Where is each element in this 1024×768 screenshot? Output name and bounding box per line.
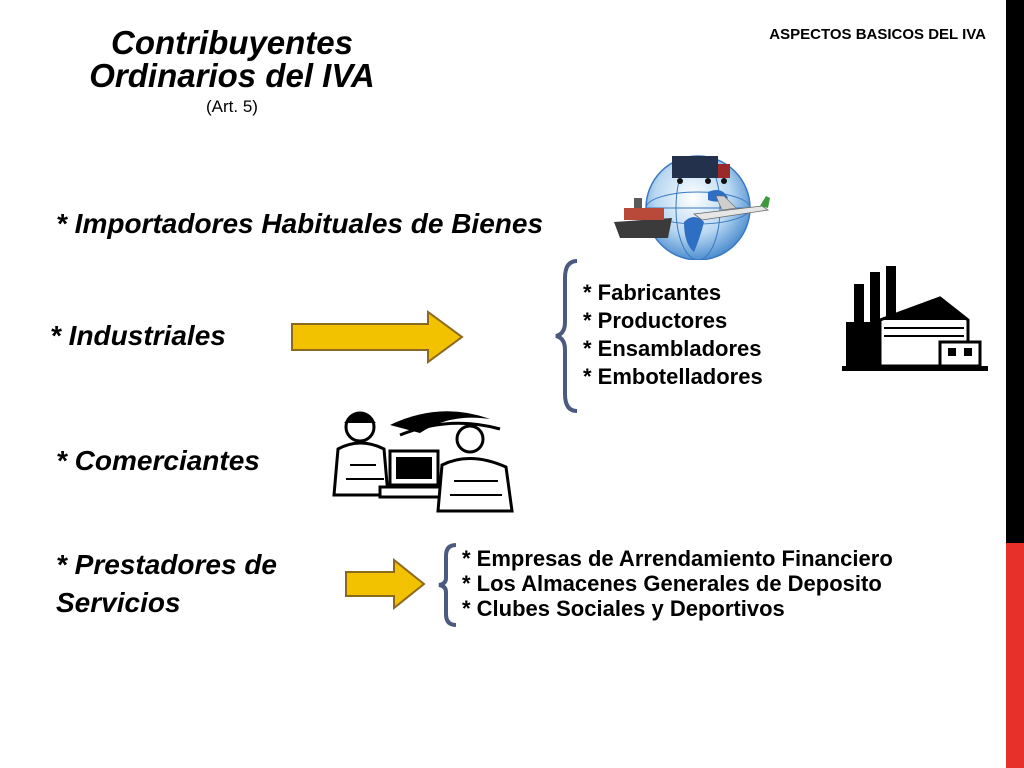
- prestadores-line-2: Servicios: [56, 587, 181, 618]
- globe-transport-icon: [614, 155, 770, 260]
- list-item: * Empresas de Arrendamiento Financiero: [462, 546, 893, 571]
- brace-icon: [438, 543, 457, 627]
- arrow-right-icon: [345, 558, 426, 610]
- category-prestadores: * Prestadores de Servicios: [56, 546, 277, 622]
- category-comerciantes: * Comerciantes: [56, 445, 260, 476]
- industriales-list: * Fabricantes * Productores * Ensamblado…: [583, 279, 763, 391]
- title-line-1: Contribuyentes: [110, 24, 354, 61]
- office-workers-icon: [332, 411, 514, 513]
- list-item: * Fabricantes: [583, 280, 722, 305]
- side-bar-black: [1006, 0, 1024, 543]
- list-item: * Clubes Sociales y Deportivos: [462, 596, 785, 621]
- category-industriales: * Industriales: [50, 320, 226, 351]
- list-item: * Ensambladores: [583, 336, 762, 361]
- page-title: Contribuyentes Ordinarios del IVA: [20, 26, 444, 92]
- title-line-2: Ordinarios del IVA: [89, 57, 375, 94]
- category-importadores: * Importadores Habituales de Bienes: [56, 208, 544, 239]
- servicios-list: * Empresas de Arrendamiento Financiero *…: [462, 546, 893, 621]
- article-reference: (Art. 5): [206, 97, 258, 116]
- list-item: * Los Almacenes Generales de Deposito: [462, 571, 882, 596]
- prestadores-line-1: * Prestadores de: [56, 549, 277, 580]
- brace-icon: [555, 259, 578, 413]
- factory-icon: [842, 266, 988, 371]
- list-item: * Productores: [583, 308, 728, 333]
- arrow-right-icon: [291, 310, 464, 364]
- section-header: ASPECTOS BASICOS DEL IVA: [769, 26, 986, 43]
- side-bar-red: [1006, 543, 1024, 768]
- list-item: * Embotelladores: [583, 364, 763, 389]
